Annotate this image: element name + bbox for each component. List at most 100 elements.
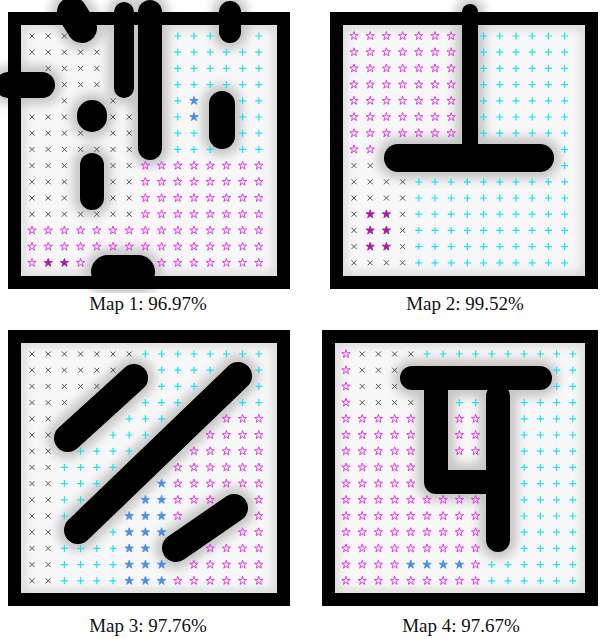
star-marker xyxy=(206,576,214,584)
plus-marker xyxy=(561,211,568,218)
plus-marker xyxy=(521,513,528,520)
plus-marker xyxy=(545,243,552,250)
cross-marker xyxy=(62,384,67,389)
plus-marker xyxy=(537,577,544,584)
plus-marker xyxy=(513,227,520,234)
star-marker xyxy=(157,210,165,218)
plus-marker xyxy=(142,415,149,422)
plus-marker xyxy=(569,545,576,552)
plus-marker xyxy=(255,367,262,374)
star-marker xyxy=(76,226,84,234)
plus-marker xyxy=(110,432,117,439)
star-marker xyxy=(455,576,463,584)
cross-marker xyxy=(46,433,51,438)
star-marker xyxy=(342,463,350,471)
cross-marker xyxy=(46,578,51,583)
star-marker xyxy=(44,242,52,250)
plus-marker xyxy=(480,178,487,185)
plus-marker xyxy=(415,243,422,250)
cross-marker xyxy=(62,196,67,201)
star-marker xyxy=(382,64,390,72)
cross-marker xyxy=(408,400,413,405)
cross-marker xyxy=(78,368,83,373)
star-marker xyxy=(190,242,198,250)
plus-marker xyxy=(537,351,544,358)
plus-marker xyxy=(545,130,552,137)
plus-marker xyxy=(158,351,165,358)
star-marker xyxy=(439,544,447,552)
obstacles xyxy=(398,12,540,158)
star-marker xyxy=(190,560,198,568)
star-marker xyxy=(206,479,214,487)
plus-marker xyxy=(191,81,198,88)
star-marker xyxy=(238,414,246,422)
cross-marker xyxy=(352,260,357,265)
cross-marker xyxy=(46,196,51,201)
cross-marker xyxy=(62,179,67,184)
star-marker xyxy=(407,544,415,552)
obstacles xyxy=(68,376,238,548)
star-marker xyxy=(222,447,230,455)
cross-marker xyxy=(127,147,132,152)
star-marker xyxy=(398,64,406,72)
plus-marker xyxy=(432,211,439,218)
plus-marker xyxy=(77,496,84,503)
plus-marker xyxy=(255,383,262,390)
star-marker xyxy=(471,528,479,536)
star-marker xyxy=(342,431,350,439)
star-marker xyxy=(342,366,350,374)
plus-marker xyxy=(432,195,439,202)
plus-marker xyxy=(545,259,552,266)
cross-marker xyxy=(111,131,116,136)
plus-marker xyxy=(255,114,262,121)
plus-marker xyxy=(77,480,84,487)
plus-marker xyxy=(207,33,214,40)
star-marker xyxy=(222,463,230,471)
plus-marker xyxy=(496,178,503,185)
plus-marker xyxy=(432,227,439,234)
star-marker xyxy=(350,145,358,153)
plus-marker xyxy=(464,243,471,250)
plus-marker xyxy=(553,464,560,471)
occupancy-map xyxy=(8,330,290,606)
cross-marker xyxy=(368,196,373,201)
plus-marker xyxy=(569,383,576,390)
star-marker xyxy=(222,414,230,422)
cross-marker xyxy=(368,179,373,184)
plus-marker xyxy=(521,561,528,568)
plus-marker xyxy=(513,81,520,88)
cross-marker xyxy=(30,497,35,502)
star-marker xyxy=(141,544,149,552)
map-caption: Map 1: 96.97% xyxy=(87,293,209,315)
star-marker xyxy=(455,512,463,520)
plus-marker xyxy=(545,65,552,72)
star-marker xyxy=(374,431,382,439)
cross-marker xyxy=(78,212,83,217)
star-marker xyxy=(358,576,366,584)
star-marker xyxy=(423,512,431,520)
cross-marker xyxy=(78,82,83,87)
plus-marker xyxy=(529,259,536,266)
plus-marker xyxy=(472,351,479,358)
cross-marker xyxy=(62,131,67,136)
star-marker xyxy=(366,96,374,104)
plus-marker xyxy=(126,415,133,422)
plus-marker xyxy=(569,480,576,487)
plus-marker xyxy=(77,561,84,568)
plus-marker xyxy=(456,351,463,358)
star-marker xyxy=(238,463,246,471)
star-marker xyxy=(342,495,350,503)
star-marker xyxy=(415,32,423,40)
star-marker xyxy=(157,226,165,234)
plus-marker xyxy=(480,259,487,266)
star-marker xyxy=(366,129,374,137)
plus-marker xyxy=(488,561,495,568)
plus-marker xyxy=(174,399,181,406)
star-marker xyxy=(190,463,198,471)
cross-marker xyxy=(127,196,132,201)
star-marker xyxy=(366,48,374,56)
star-marker xyxy=(190,479,198,487)
plus-marker xyxy=(239,351,246,358)
star-marker xyxy=(455,431,463,439)
cross-marker xyxy=(30,578,35,583)
